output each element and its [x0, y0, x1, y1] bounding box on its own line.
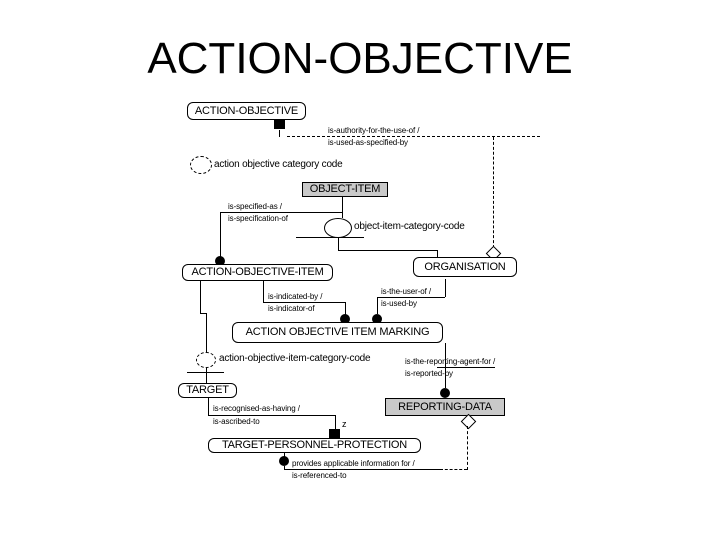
connector-line	[200, 281, 201, 313]
entity-action-objective: ACTION-OBJECTIVE	[187, 102, 306, 120]
entity-target-personnel-protection: TARGET-PERSONNEL-PROTECTION	[208, 438, 421, 453]
relationship-label: is-indicated-by /	[268, 292, 323, 301]
attribute-ellipse	[190, 156, 212, 174]
relationship-line-indicated	[345, 302, 346, 315]
connector-line	[200, 313, 207, 314]
relationship-line-recognised	[208, 398, 209, 415]
connector-line	[206, 368, 207, 383]
relationship-label: is-reported-by	[405, 369, 453, 378]
many-connector-square	[329, 429, 340, 438]
relationship-label: is-used-as-specified-by	[328, 138, 408, 147]
relationship-line-recognised	[208, 415, 335, 416]
relationship-line-reporting-agent	[445, 343, 446, 388]
entity-reporting-data: REPORTING-DATA	[385, 398, 505, 416]
relationship-line-user	[377, 297, 378, 314]
many-connector-dot	[215, 256, 225, 266]
relationship-label: is-the-user-of /	[381, 287, 431, 296]
relationship-label: is-recognised-as-having /	[213, 404, 300, 413]
entity-action-objective-item-marking: ACTION OBJECTIVE ITEM MARKING	[232, 322, 443, 343]
relationship-line-authority	[287, 136, 540, 137]
relationship-label: is-authority-for-the-use-of /	[328, 126, 420, 135]
relationship-label: is-used-by	[381, 299, 417, 308]
relationship-line-provides	[467, 426, 468, 470]
relationship-line-provides	[284, 466, 285, 469]
attribute-ellipse	[196, 352, 216, 368]
category-crossbar	[187, 372, 224, 373]
many-connector-dot	[279, 456, 289, 466]
relationship-line-recognised	[335, 415, 336, 429]
relationship-label: provides applicable information for /	[292, 459, 415, 468]
connector-line	[279, 130, 280, 137]
relationship-line-user	[377, 297, 445, 298]
relationship-line-provides	[284, 453, 285, 457]
relationship-label: is-indicator-of	[268, 304, 315, 313]
relationship-label: is-the-reporting-agent-for /	[405, 357, 496, 366]
relationship-line-indicated	[263, 281, 264, 302]
attribute-label: object-item-category-code	[354, 221, 465, 232]
relationship-line-authority	[493, 137, 494, 248]
entity-action-objective-item: ACTION-OBJECTIVE-ITEM	[182, 264, 333, 281]
relationship-label: is-referenced-to	[292, 471, 347, 480]
relationship-label: is-specification-of	[228, 214, 288, 223]
relationship-line-indicated	[263, 302, 345, 303]
attribute-ellipse	[324, 218, 352, 238]
connector-line	[445, 279, 446, 297]
connector-line	[437, 250, 438, 257]
relationship-label: is-specified-as /	[228, 202, 282, 211]
category-crossbar	[296, 237, 364, 238]
cardinality-label: z	[342, 419, 347, 429]
connector-line	[338, 238, 339, 250]
many-connector-dot	[440, 388, 450, 398]
entity-target: TARGET	[178, 383, 237, 398]
many-connector-dot	[372, 314, 382, 324]
connector-line	[206, 313, 207, 352]
relationship-line-provides	[284, 469, 440, 470]
entity-organisation: ORGANISATION	[413, 257, 517, 277]
relationship-line-provides	[440, 469, 467, 470]
many-connector-square	[274, 120, 285, 129]
attribute-label: action-objective-item-category-code	[219, 353, 371, 364]
attribute-label: action objective category code	[214, 159, 343, 170]
entity-object-item: OBJECT-ITEM	[302, 182, 388, 197]
relationship-line-reporting-agent	[437, 367, 495, 368]
relationship-line-specified	[220, 212, 342, 213]
subtype-diamond	[460, 413, 477, 430]
slide-title: ACTION-OBJECTIVE	[147, 34, 573, 83]
relationship-label: is-ascribed-to	[213, 417, 260, 426]
many-connector-dot	[340, 314, 350, 324]
relationship-line-specified	[220, 213, 221, 257]
connector-line	[342, 197, 343, 218]
connector-line	[338, 250, 438, 251]
